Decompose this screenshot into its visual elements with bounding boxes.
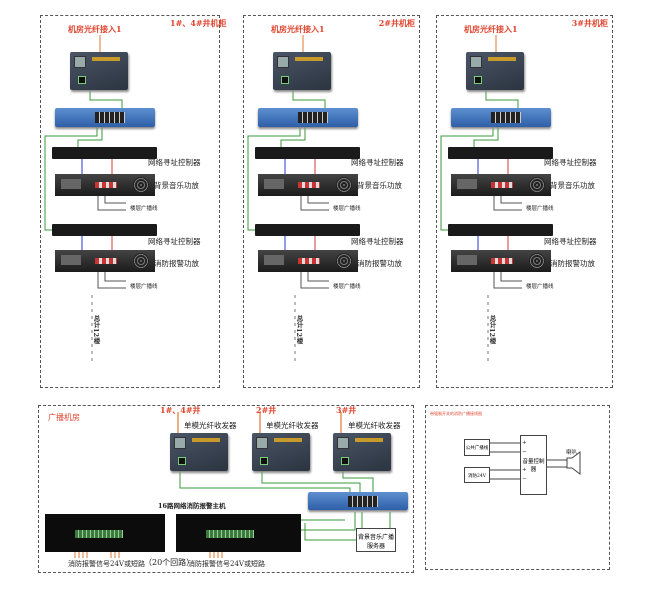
fire-amp-label: 消防报警功放	[357, 259, 402, 268]
total-floors-label: 总计12楼	[92, 315, 100, 344]
network-address-controller	[255, 224, 360, 236]
cable-line	[440, 127, 494, 231]
cable-line	[77, 127, 103, 147]
floor-line-label: 楼层广播线	[333, 284, 361, 290]
fire-alarm-host-2	[176, 514, 301, 552]
cable-line	[97, 272, 126, 289]
bgm-amp-label: 背景音乐功放	[357, 181, 402, 190]
minus-1: −	[522, 449, 527, 455]
cable-line	[89, 90, 123, 108]
cabinet-frame	[40, 15, 220, 388]
plus-1: +	[522, 440, 527, 446]
minus-2: −	[522, 476, 527, 482]
wiring-diagram-frame	[425, 405, 610, 570]
feed-label-2: 2#井	[256, 405, 277, 415]
input-public-broadcast: 公共广播线	[464, 439, 490, 456]
cable-line	[493, 272, 522, 289]
fiber-transceiver-2	[252, 433, 310, 471]
signal-label-2: 消防报警信号24V或短路	[188, 560, 265, 568]
fiber-access-label: 机房光纤接入1	[68, 24, 122, 34]
cabinet-frame	[436, 15, 613, 388]
fiber-transceiver-1	[170, 433, 228, 471]
network-address-controller	[448, 224, 553, 236]
cable-line	[44, 127, 98, 231]
network-switch	[308, 492, 408, 510]
cable-line	[300, 196, 329, 211]
bgm-amplifier	[451, 174, 551, 196]
plus-2: +	[522, 467, 527, 473]
cable-line	[485, 90, 519, 108]
total-floors-label: 总计12楼	[488, 315, 496, 344]
cable-line	[97, 196, 126, 211]
feed-label-1: 1#、4#井	[160, 405, 201, 415]
bgm-server: 背景音乐广播服务器	[356, 528, 396, 552]
floor-line-label: 楼层广播线	[130, 284, 158, 290]
bgm-amp-label: 背景音乐功放	[550, 181, 595, 190]
input-fire-24v: 消防24V	[464, 467, 490, 483]
fiber-converter	[466, 52, 524, 90]
fiber-converter	[273, 52, 331, 90]
fiber-converter	[70, 52, 128, 90]
controller-label: 网络寻址控制器	[544, 158, 597, 167]
loops-label: （20个回路）	[144, 558, 195, 567]
cable-line	[493, 196, 522, 211]
network-address-controller	[448, 147, 553, 159]
controller-label: 网络寻址控制器	[351, 237, 404, 246]
network-switch	[258, 108, 358, 127]
bgm-amplifier	[258, 174, 358, 196]
cabinet-label: 2#井机柜	[378, 18, 415, 28]
network-address-controller	[255, 147, 360, 159]
floor-line-label: 楼层广播线	[526, 284, 554, 290]
bgm-amp-label: 背景音乐功放	[154, 181, 199, 190]
transceiver-label-3: 单模光纤收发器	[348, 421, 401, 430]
floor-line-label: 楼层广播线	[333, 206, 361, 212]
total-floors-label: 总计12楼	[295, 315, 303, 344]
cable-line	[247, 127, 301, 231]
floor-line-label: 楼层广播线	[526, 206, 554, 212]
network-address-controller	[52, 147, 157, 159]
feed-label-3: 3#井	[336, 405, 357, 415]
cable-line	[473, 127, 499, 147]
broadcast-room-title: 广播机房	[48, 413, 80, 422]
bgm-amplifier	[55, 174, 155, 196]
fiber-access-label: 机房光纤接入1	[464, 24, 518, 34]
signal-label-1: 消防报警信号24V或短路	[68, 560, 145, 568]
broadcast-room-frame	[38, 405, 414, 573]
speaker-label: 喇叭	[566, 450, 578, 456]
controller-label: 网络寻址控制器	[148, 158, 201, 167]
floor-line-label: 楼层广播线	[130, 206, 158, 212]
network-switch	[55, 108, 155, 127]
fire-alarm-host-1	[45, 514, 165, 552]
cabinet-frame	[243, 15, 420, 388]
speaker-icon	[567, 452, 568, 453]
network-address-controller	[52, 224, 157, 236]
controller-label: 网络寻址控制器	[544, 237, 597, 246]
transceiver-label-2: 单模光纤收发器	[266, 421, 319, 430]
wiring-title: 带强制开关的消防广播接线图	[430, 411, 482, 416]
fire-amp-label: 消防报警功放	[154, 259, 199, 268]
fiber-access-label: 机房光纤接入1	[271, 24, 325, 34]
controller-label: 网络寻址控制器	[148, 237, 201, 246]
volume-controller: 音量控制器	[520, 435, 547, 495]
fire-alarm-amplifier	[55, 250, 155, 272]
cabinet-label: 3#井机柜	[571, 18, 608, 28]
host-label: 16路网络消防报警主机	[158, 502, 226, 510]
network-switch	[451, 108, 551, 127]
cabinet-label: 1#、4#井机柜	[170, 18, 227, 28]
fire-alarm-amplifier	[258, 250, 358, 272]
cable-line	[292, 90, 326, 108]
controller-label: 网络寻址控制器	[351, 158, 404, 167]
fiber-transceiver-3	[333, 433, 391, 471]
cable-line	[300, 272, 329, 289]
transceiver-label-1: 单模光纤收发器	[184, 421, 237, 430]
fire-alarm-amplifier	[451, 250, 551, 272]
fire-amp-label: 消防报警功放	[550, 259, 595, 268]
cable-line	[280, 127, 306, 147]
